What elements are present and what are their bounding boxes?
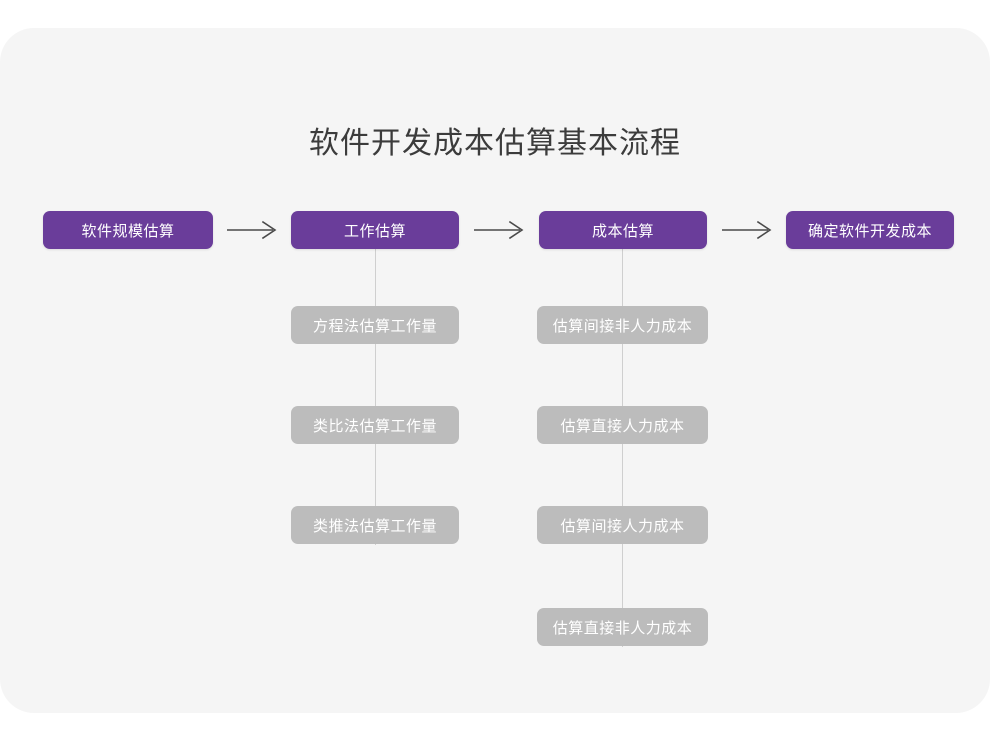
substep-box-direct-labor-cost[interactable]: 估算直接人力成本 [537, 406, 708, 444]
substep-box-indirect-labor-cost[interactable]: 估算间接人力成本 [537, 506, 708, 544]
substep-box-direct-nonlabor-cost[interactable]: 估算直接非人力成本 [537, 608, 708, 646]
right-arrow-icon [720, 217, 776, 243]
stage-box-determine-development-cost[interactable]: 确定软件开发成本 [786, 211, 954, 249]
substep-box-equation-method-workload[interactable]: 方程法估算工作量 [291, 306, 459, 344]
stage-box-software-scale-estimation[interactable]: 软件规模估算 [43, 211, 213, 249]
substep-box-indirect-nonlabor-cost[interactable]: 估算间接非人力成本 [537, 306, 708, 344]
connector-line-work-estimation [375, 249, 376, 545]
right-arrow-icon [225, 217, 281, 243]
flowchart-card: 软件开发成本估算基本流程 软件规模估算 工作估算 成本估算 确定软件开发成本 方… [0, 28, 990, 713]
connector-line-cost-estimation [622, 249, 623, 647]
substep-box-analogy-method-workload[interactable]: 类比法估算工作量 [291, 406, 459, 444]
stage-box-cost-estimation[interactable]: 成本估算 [539, 211, 707, 249]
substep-box-deduction-method-workload[interactable]: 类推法估算工作量 [291, 506, 459, 544]
right-arrow-icon [472, 217, 528, 243]
page-title: 软件开发成本估算基本流程 [309, 127, 681, 160]
stage-box-work-estimation[interactable]: 工作估算 [291, 211, 459, 249]
